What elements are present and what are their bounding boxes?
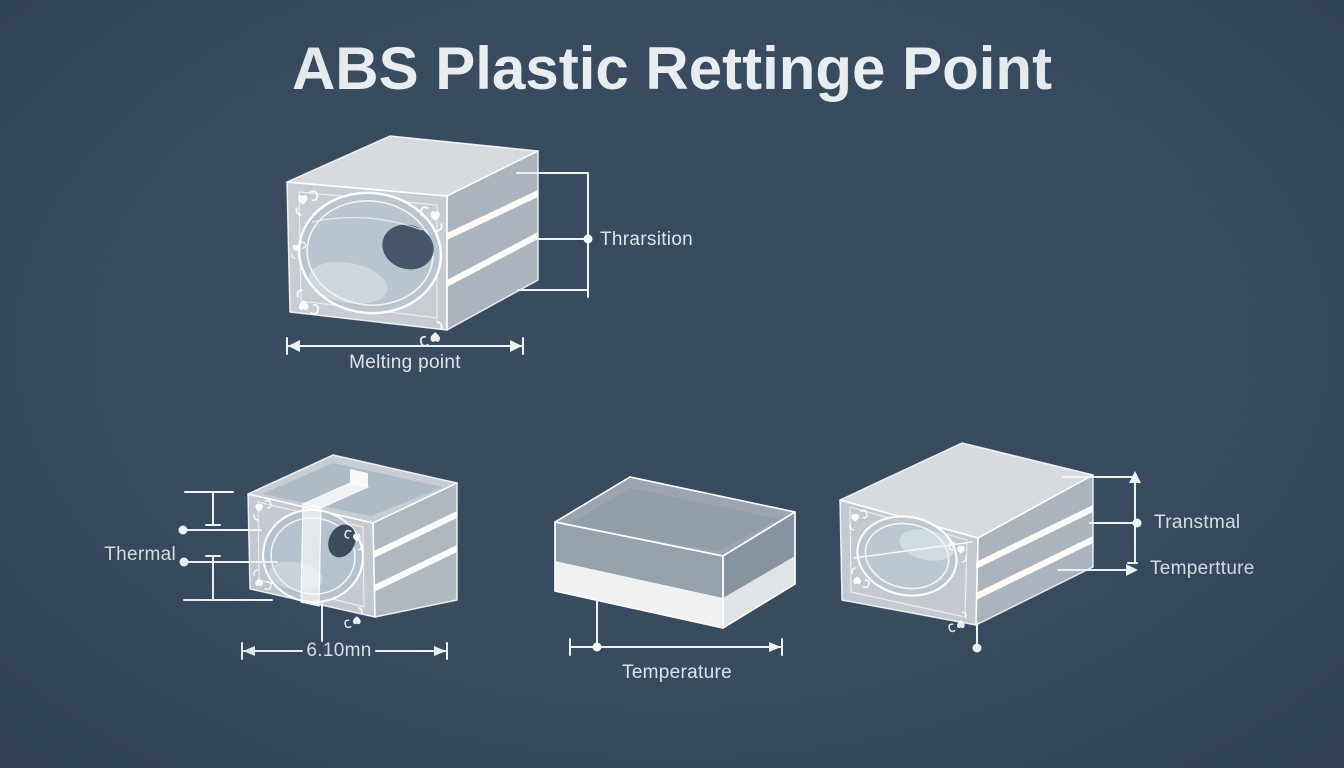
bore-shadow: [328, 524, 356, 558]
bottom-layer: [723, 556, 795, 628]
layer-gap: [374, 545, 457, 592]
thermal-leader-label: Thermal: [104, 544, 176, 565]
temperture-leader-label: Tempertture: [1150, 558, 1255, 579]
leader-dot: [583, 234, 593, 244]
thermal-block-illustration: [247, 454, 458, 629]
transition-block-illustration: [839, 442, 1094, 633]
width-dimension-line: [241, 642, 448, 660]
width-dimension-label: 6.10mn: [306, 640, 372, 661]
layer-gap: [976, 505, 1093, 569]
melting-block-illustration: [286, 135, 539, 347]
bore-midline: [853, 541, 973, 559]
slot-channel: [300, 503, 322, 607]
temperature-dimension-label: Temperature: [622, 662, 732, 683]
leader-dot: [972, 643, 982, 653]
layer-gap: [976, 536, 1093, 600]
bore-hole: [297, 191, 443, 315]
thermal-block-annotations: [178, 491, 448, 660]
transition-block-annotations: [972, 471, 1142, 653]
inner-floor: [567, 488, 780, 551]
temperature-dimension-line: [569, 600, 783, 656]
bore-hole: [856, 515, 958, 597]
bottom-layer: [555, 561, 723, 628]
bore-shadow: [382, 224, 434, 270]
page-title: ABS Plastic Rettinge Point: [291, 35, 1053, 102]
layer-gap: [374, 511, 457, 558]
layer-gap: [447, 190, 538, 240]
melting-point-dimension-line: [286, 337, 524, 355]
melting-point-dimension-label: Melting point: [349, 352, 461, 373]
temperature-block-illustration: [554, 476, 796, 629]
transition-leader-label: Thrarsition: [600, 229, 694, 250]
melting-block-annotations: [286, 172, 593, 355]
transtmal-leader-label: Transtmal: [1154, 512, 1241, 533]
up-arrow: [1129, 471, 1141, 483]
temperature-block-annotations: [569, 600, 783, 656]
layer-gap: [447, 232, 538, 287]
leader-dot: [592, 642, 602, 652]
slot-wall: [350, 469, 368, 487]
leader-dot: [1132, 518, 1142, 528]
